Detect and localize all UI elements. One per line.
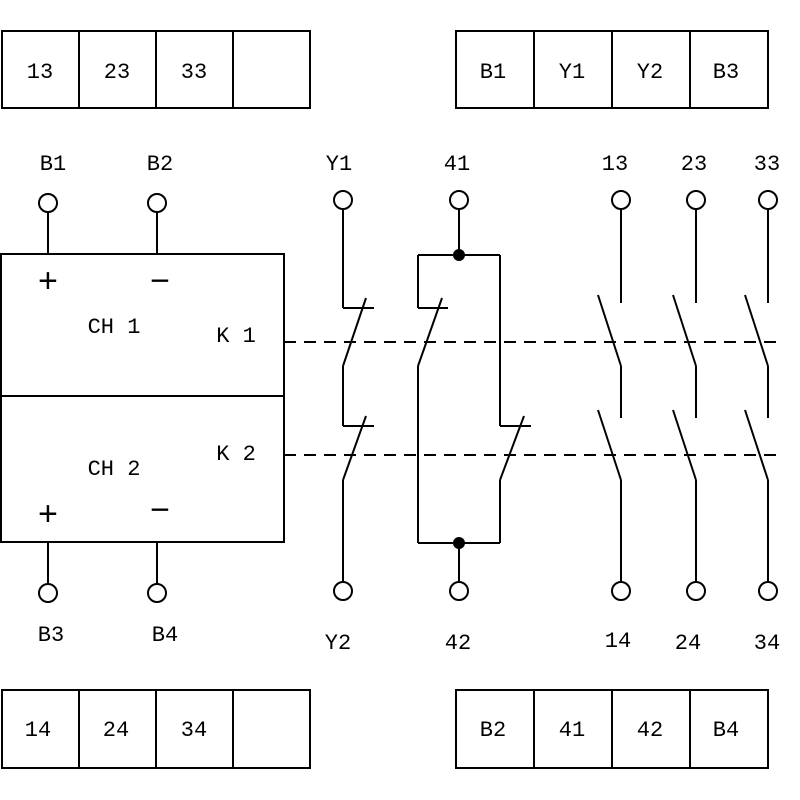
minus-sign-ch2: − <box>150 494 170 532</box>
strip-cell: Y2 <box>637 60 663 85</box>
contact-13-14 <box>597 209 622 582</box>
terminal-23-circle <box>686 190 706 210</box>
strip-cell: 14 <box>25 718 51 743</box>
terminal-label-y1: Y1 <box>326 152 352 177</box>
terminal-b1-circle <box>38 193 58 213</box>
relay-module-box <box>0 253 285 543</box>
strip-cell: B1 <box>480 60 506 85</box>
strip-cell: 41 <box>559 718 585 743</box>
strip-cell: 24 <box>103 718 129 743</box>
contact-y1-y2 <box>342 209 374 582</box>
contact-41-42 <box>417 209 531 582</box>
terminal-b2-circle <box>147 193 167 213</box>
terminal-label-b1: B1 <box>40 152 66 177</box>
terminal-strip-top-right <box>455 30 769 109</box>
strip-cell: B4 <box>713 718 739 743</box>
strip-cell: 13 <box>27 60 53 85</box>
terminal-strip-bottom-left <box>1 689 311 769</box>
strip-cell: 33 <box>181 60 207 85</box>
terminal-label-b2: B2 <box>147 152 173 177</box>
terminal-label-b3: B3 <box>38 623 64 648</box>
terminal-label-23: 23 <box>681 152 707 177</box>
strip-cell: 34 <box>181 718 207 743</box>
terminal-41-circle <box>449 190 469 210</box>
terminal-33-circle <box>758 190 778 210</box>
minus-sign-ch1: − <box>150 265 170 303</box>
strip-cell: 23 <box>104 60 130 85</box>
relay-label-k2: K 2 <box>216 442 256 467</box>
channel-label-ch1: CH 1 <box>88 315 141 340</box>
terminal-label-y2: Y2 <box>325 631 351 656</box>
terminal-label-24: 24 <box>675 631 701 656</box>
terminal-label-33: 33 <box>754 152 780 177</box>
strip-cell: 42 <box>637 718 663 743</box>
terminal-y2-circle <box>333 581 353 601</box>
plus-sign-ch2: + <box>38 498 58 536</box>
terminal-b3-circle <box>38 583 58 603</box>
terminal-14-circle <box>611 581 631 601</box>
terminal-label-41: 41 <box>444 152 470 177</box>
terminal-24-circle <box>686 581 706 601</box>
strip-cell: Y1 <box>559 60 585 85</box>
terminal-b4-circle <box>147 583 167 603</box>
terminal-label-14: 14 <box>605 629 631 654</box>
terminal-label-42: 42 <box>445 631 471 656</box>
terminal-strip-top-left <box>1 30 311 109</box>
plus-sign-ch1: + <box>38 265 58 303</box>
terminal-label-34: 34 <box>754 631 780 656</box>
contact-33-34 <box>744 209 769 582</box>
relay-label-k1: K 1 <box>216 324 256 349</box>
contact-23-24 <box>672 209 697 582</box>
terminal-label-b4: B4 <box>152 623 178 648</box>
channel-label-ch2: CH 2 <box>88 457 141 482</box>
terminal-42-circle <box>449 581 469 601</box>
junction-dot-42 <box>453 537 465 549</box>
terminal-strip-bottom-right <box>455 689 769 769</box>
terminal-y1-circle <box>333 190 353 210</box>
terminal-label-13: 13 <box>602 152 628 177</box>
junction-dot-41 <box>453 249 465 261</box>
strip-cell: B3 <box>713 60 739 85</box>
terminal-34-circle <box>758 581 778 601</box>
strip-cell: B2 <box>480 718 506 743</box>
terminal-13-circle <box>611 190 631 210</box>
